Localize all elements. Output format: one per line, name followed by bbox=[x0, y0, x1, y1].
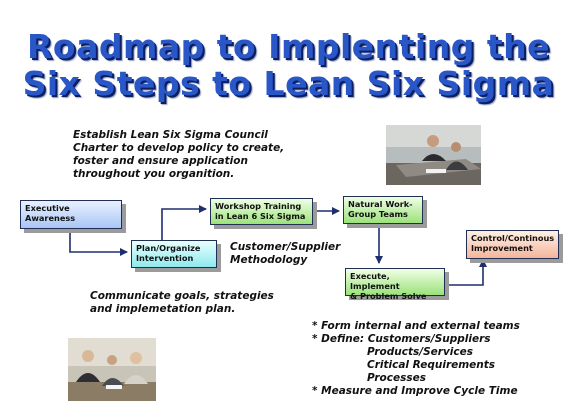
title-line-1: Roadmap to Implenting the bbox=[27, 27, 550, 66]
step-control-improvement: Control/Continous Improvement bbox=[466, 230, 559, 259]
connector-plan-to-workshop bbox=[161, 205, 207, 240]
step-natural-work-group: Natural Work- Group Teams bbox=[343, 196, 423, 224]
bullet-define: * Define: Customers/Suppliers bbox=[312, 333, 491, 345]
meeting-photo-bottom bbox=[68, 338, 156, 401]
step-plan-organize: Plan/Organize Intervention bbox=[131, 240, 217, 268]
connector-executive-to-plan bbox=[69, 228, 128, 256]
bullet-measure-improve: * Measure and Improve Cycle Time bbox=[312, 385, 518, 397]
bullet-critical-requirements: Critical Requirements bbox=[367, 359, 496, 371]
communicate-note: Communicate goals, strategies and implem… bbox=[90, 290, 274, 315]
step-executive-awareness: Executive Awareness bbox=[20, 200, 122, 229]
connector-execute-to-control bbox=[445, 259, 487, 286]
bullet-processes: Processes bbox=[367, 372, 426, 384]
bullet-form-teams: * Form internal and external teams bbox=[312, 320, 520, 332]
step-execute-implement: Execute, Implement & Problem Solve bbox=[345, 268, 445, 301]
council-note: Establish Lean Six Sigma Council Charter… bbox=[73, 129, 285, 180]
title-line-2: Six Steps to Lean Six Sigma bbox=[22, 64, 555, 103]
step-workshop-training: Workshop Training in Lean 6 Six Sigma bbox=[210, 198, 313, 225]
action-bullets: * Form internal and external teams * Def… bbox=[312, 320, 520, 398]
bullet-products-services: Products/Services bbox=[367, 346, 473, 358]
customer-methodology-note: Customer/Supplier Methodology bbox=[230, 241, 341, 266]
meeting-photo-top bbox=[386, 125, 481, 185]
